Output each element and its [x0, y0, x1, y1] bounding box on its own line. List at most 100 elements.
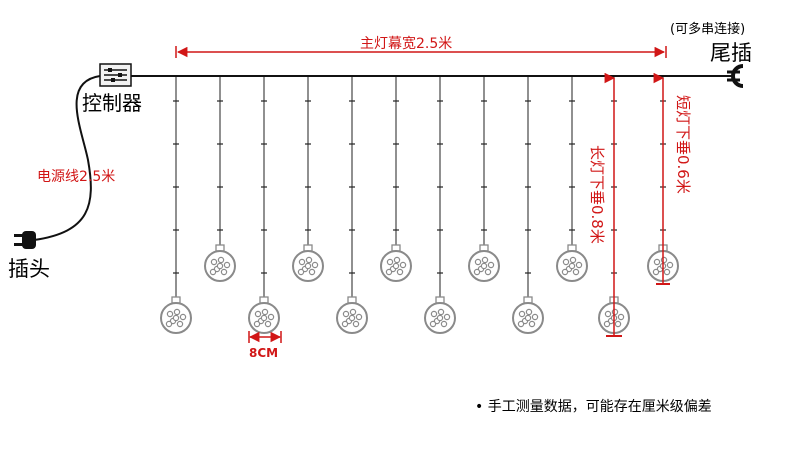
tail-plug-label: 尾插 [710, 41, 752, 65]
bulb-dot [437, 308, 445, 316]
bulb-dot [617, 313, 625, 321]
bulb-dot [436, 314, 444, 322]
ball-bulb-icon [160, 296, 192, 334]
bulb-dot [179, 313, 187, 321]
ball-bulb-icon [424, 296, 456, 334]
bulb-dot [305, 256, 313, 264]
bulb-dot [261, 308, 269, 316]
bulb-dot [176, 320, 184, 328]
bulb-dot [297, 268, 305, 276]
bulb-dot [660, 256, 668, 264]
bulb-dot [443, 313, 451, 321]
long-drop-string [424, 77, 456, 334]
long-drop-string [512, 77, 544, 334]
controller-box-icon [99, 63, 132, 87]
long-drop-string [248, 77, 280, 334]
bulb-dot [165, 320, 173, 328]
bulb-dot [484, 268, 492, 276]
short-drop-label: 短灯下垂0.6米 [674, 95, 692, 194]
controller-label: 控制器 [82, 91, 142, 115]
bulb-dot [253, 320, 261, 328]
plug-head-label: 插头 [8, 257, 50, 281]
bulb-dot [480, 262, 488, 270]
bulb-dot [531, 313, 539, 321]
bulb-dot [473, 268, 481, 276]
power-cord-label: 电源线2.5米 [37, 169, 115, 185]
bulb-dot [304, 262, 312, 270]
ball-bulb-icon [204, 244, 236, 282]
bulb-dot [311, 261, 319, 269]
bulb-dot [440, 320, 448, 328]
bulb-dot [308, 268, 316, 276]
bulb-dot [352, 320, 360, 328]
bulb-dot [173, 308, 181, 316]
bulb-dot [525, 308, 533, 316]
bulb-dot [392, 262, 400, 270]
bulb-dot [209, 268, 217, 276]
ball-bulb-icon [468, 244, 500, 282]
bulb-dot [399, 261, 407, 269]
ball-bulb-icon [248, 296, 280, 334]
bulb-dot [355, 313, 363, 321]
power-cord [33, 75, 101, 241]
ball-bulb-icon [556, 244, 588, 282]
bulb-dot [604, 310, 612, 318]
bulb-dot [603, 320, 611, 328]
long-drop-string [336, 77, 368, 334]
bulb-dot [652, 268, 660, 276]
bulb-dot [569, 256, 577, 264]
bulb-dot [349, 308, 357, 316]
short-drop-string [468, 77, 500, 282]
socket-icon [727, 64, 744, 88]
bulb-dot [298, 258, 306, 266]
bulb-dot [430, 310, 438, 318]
bulb-dot [223, 261, 231, 269]
bulb-dot [575, 261, 583, 269]
bulb-dot [614, 320, 622, 328]
bulb-dot [528, 320, 536, 328]
bulb-dot [562, 258, 570, 266]
bulb-dot [220, 268, 228, 276]
drop-strings [160, 77, 679, 334]
long-drop-label: 长灯下垂0.8米 [588, 145, 606, 244]
bulb-dot [217, 256, 225, 264]
short-drop-string [204, 77, 236, 282]
plug-icon [14, 231, 36, 249]
bulb-dot [254, 310, 262, 318]
main-width-label: 主灯幕宽2.5米 [360, 35, 452, 52]
short-drop-string [556, 77, 588, 282]
bulb-dot [666, 261, 674, 269]
bulb-dot [653, 258, 661, 266]
bulb-dot [487, 261, 495, 269]
long-drop-string [160, 77, 192, 334]
bulb-dot [264, 320, 272, 328]
bulb-dot [561, 268, 569, 276]
bulb-dot [393, 256, 401, 264]
bulb-dot [385, 268, 393, 276]
bulb-dot [568, 262, 576, 270]
ball-bulb-icon [336, 296, 368, 334]
bulb-dot [267, 313, 275, 321]
bulb-dot [517, 320, 525, 328]
short-drop-string [380, 77, 412, 282]
ball-bulb-icon [292, 244, 324, 282]
bulb-dot [260, 314, 268, 322]
bulb-dot [474, 258, 482, 266]
bulb-dot [611, 308, 619, 316]
bulb-dot [572, 268, 580, 276]
tail-note-label: (可多串连接) [670, 21, 745, 37]
bulb-dot [172, 314, 180, 322]
ball-bulb-icon [512, 296, 544, 334]
short-drop-string [292, 77, 324, 282]
bulb-dot [342, 310, 350, 318]
bulb-dot [518, 310, 526, 318]
ball-diameter-label: 8CM [249, 346, 278, 360]
bulb-dot [341, 320, 349, 328]
bulb-dot [524, 314, 532, 322]
ball-bulb-icon [380, 244, 412, 282]
bulb-dot [386, 258, 394, 266]
bulb-dot [663, 268, 671, 276]
bulb-dot [210, 258, 218, 266]
